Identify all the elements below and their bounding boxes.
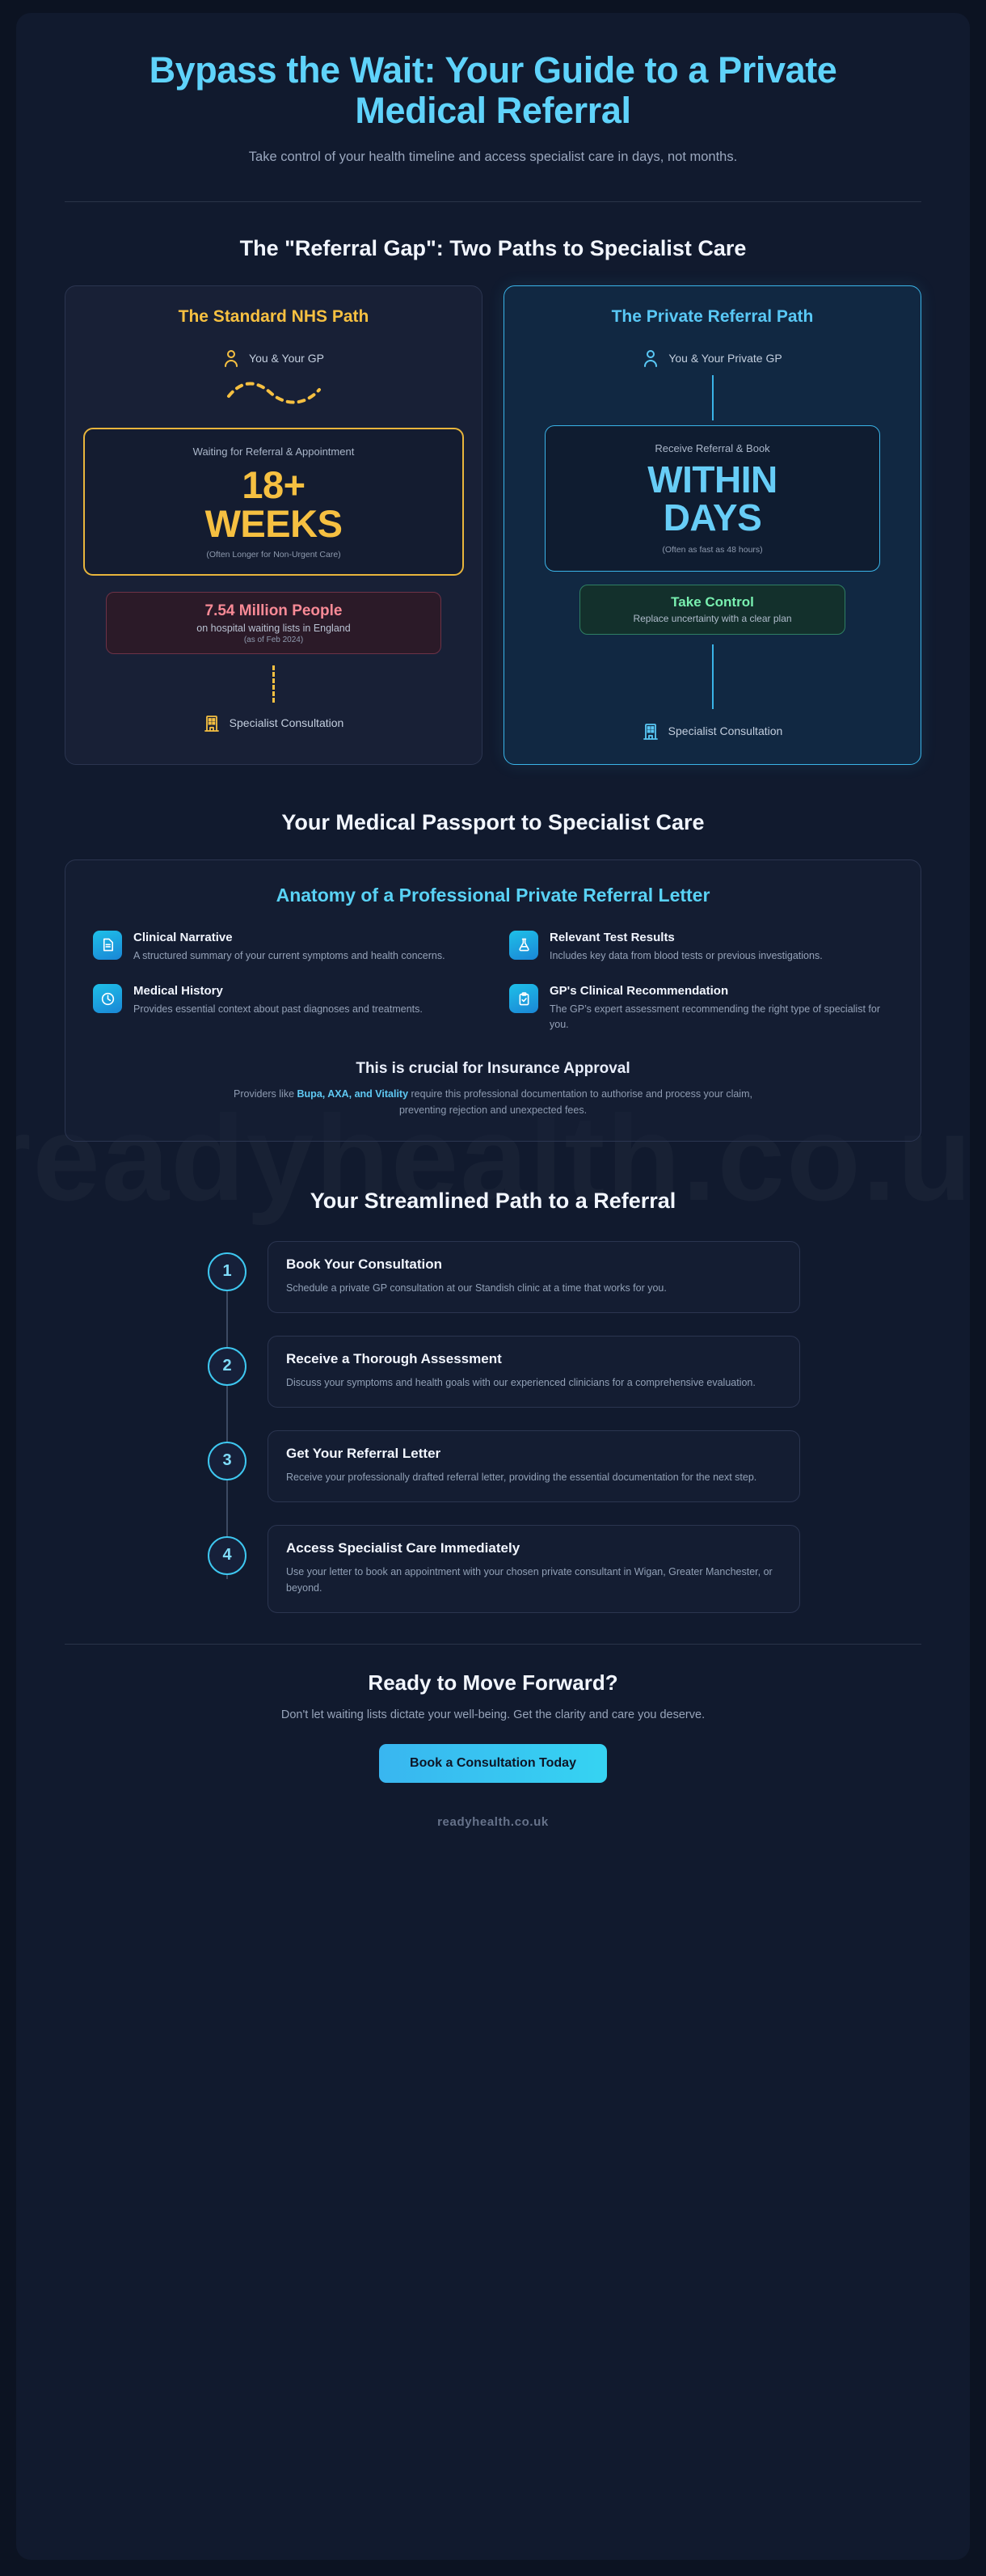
page-subtitle: Take control of your health timeline and… (248, 150, 738, 164)
insurance-providers: Bupa, AXA, and Vitality (297, 1087, 409, 1100)
nhs-dashed-connector (272, 665, 275, 703)
step-text: Discuss your symptoms and health goals w… (286, 1376, 756, 1388)
step-number-badge: 4 (208, 1535, 247, 1575)
nhs-path-title: The Standard NHS Path (178, 306, 369, 326)
private-speed-box: Receive Referral & Book WITHIN DAYS (Oft… (545, 424, 880, 572)
nhs-stat-value: 7.54 Million People (204, 602, 343, 619)
gap-section-title: The "Referral Gap": Two Paths to Special… (239, 235, 747, 260)
person-icon (223, 349, 239, 367)
step-number-badge: 1 (208, 1252, 247, 1291)
footer-title: Ready to Move Forward? (368, 1670, 618, 1695)
insurance-text-after: require this professional documentation … (398, 1087, 752, 1116)
private-end-node-label: Specialist Consultation (668, 724, 783, 737)
step-text: Use your letter to book an appointment w… (286, 1565, 773, 1594)
passport-section-title: Your Medical Passport to Specialist Care (281, 809, 705, 834)
footer-subtitle: Don't let waiting lists dictate your wel… (280, 1708, 706, 1721)
flask-icon (509, 930, 538, 960)
footer-divider (65, 1643, 921, 1645)
hero-section: Bypass the Wait: Your Guide to a Private… (48, 13, 938, 167)
referral-letter-panel-title: Anatomy of a Professional Private Referr… (276, 884, 710, 906)
hospital-icon (643, 722, 659, 740)
take-control-label: Replace uncertainty with a clear plan (633, 612, 792, 624)
nhs-start-node: You & Your GP (223, 349, 324, 367)
insurance-note-title: This is crucial for Insurance Approval (356, 1059, 630, 1077)
feature-text: Includes key data from blood tests or pr… (550, 949, 823, 961)
nhs-wavy-delay-path (225, 378, 322, 412)
step-text: Receive your professionally drafted refe… (286, 1471, 757, 1483)
step-body: Get Your Referral Letter Receive your pr… (268, 1429, 800, 1502)
site-brand: readyhealth.co.uk (437, 1814, 549, 1829)
step-title: Access Specialist Care Immediately (286, 1539, 520, 1556)
private-connector-top (711, 374, 714, 420)
take-control-box: Take Control Replace uncertainty with a … (579, 584, 846, 635)
steps-rail (226, 1269, 228, 1579)
private-end-node: Specialist Consultation (643, 722, 783, 740)
step-text: Schedule a private GP consultation at ou… (286, 1282, 667, 1294)
step-number-badge: 2 (208, 1346, 247, 1386)
step-body: Book Your Consultation Schedule a privat… (268, 1240, 800, 1313)
nhs-waiting-list-stat: 7.54 Million People on hospital waiting … (106, 591, 441, 654)
feature-item: Medical History Provides essential conte… (93, 984, 477, 1033)
private-start-node-label: You & Your Private GP (668, 351, 782, 365)
nhs-stat-note: (as of Feb 2024) (243, 635, 304, 644)
feature-title: Medical History (133, 984, 223, 999)
infographic-page: readyhealth.co.uk Bypass the Wait: Your … (16, 13, 970, 2560)
person-icon (643, 349, 659, 367)
steps-timeline: 1 Book Your Consultation Schedule a priv… (186, 1240, 800, 1613)
feature-item: GP's Clinical Recommendation The GP’s ex… (509, 984, 893, 1033)
step-body: Receive a Thorough Assessment Discuss yo… (268, 1335, 800, 1408)
nhs-end-node-label: Specialist Consultation (229, 716, 344, 729)
nhs-start-node-label: You & Your GP (249, 351, 324, 365)
step-number-badge: 3 (208, 1441, 247, 1480)
take-control-title: Take Control (671, 593, 754, 610)
step-item: 3 Get Your Referral Letter Receive your … (186, 1429, 800, 1502)
step-item: 2 Receive a Thorough Assessment Discuss … (186, 1335, 800, 1408)
private-speed-value-secondary: DAYS (663, 496, 762, 538)
hospital-icon (204, 714, 220, 732)
nhs-wait-value-primary: 18+ (242, 462, 305, 506)
nhs-wait-label: Waiting for Referral & Appointment (192, 445, 355, 458)
steps-section-title: Your Streamlined Path to a Referral (310, 1188, 676, 1213)
feature-text: Provides essential context about past di… (133, 1003, 423, 1016)
step-title: Receive a Thorough Assessment (286, 1350, 502, 1366)
private-connector-bottom (711, 644, 714, 709)
clipboard-check-icon (509, 984, 538, 1014)
private-speed-value-primary: WITHIN (647, 458, 777, 500)
page-title: Bypass the Wait: Your Guide to a Private… (149, 49, 837, 131)
nhs-wait-note: (Often Longer for Non-Urgent Care) (206, 549, 341, 560)
feature-text: The GP’s expert assessment recommending … (550, 1003, 880, 1031)
referral-letter-feature-grid: Clinical Narrative A structured summary … (93, 930, 893, 1033)
step-item: 4 Access Specialist Care Immediately Use… (186, 1524, 800, 1613)
private-start-node: You & Your Private GP (643, 349, 782, 367)
step-title: Get Your Referral Letter (286, 1445, 441, 1461)
referral-letter-panel: Anatomy of a Professional Private Referr… (65, 859, 921, 1142)
private-path-card: The Private Referral Path You & Your Pri… (504, 285, 921, 765)
private-speed-note: (Often as fast as 48 hours) (662, 544, 763, 555)
feature-title: Clinical Narrative (133, 930, 233, 944)
clock-icon (93, 984, 122, 1014)
insurance-note-text: Providers like Bupa, AXA, and Vitality r… (210, 1086, 776, 1118)
step-item: 1 Book Your Consultation Schedule a priv… (186, 1240, 800, 1313)
feature-title: Relevant Test Results (550, 930, 675, 944)
step-title: Book Your Consultation (286, 1256, 442, 1272)
two-paths-row: The Standard NHS Path You & Your GP (48, 285, 938, 765)
feature-item: Relevant Test Results Includes key data … (509, 930, 893, 964)
private-speed-label: Receive Referral & Book (655, 441, 770, 454)
nhs-wait-box: Waiting for Referral & Appointment 18+ W… (83, 427, 464, 576)
footer-section: Ready to Move Forward? Don't let waiting… (48, 1645, 938, 1829)
step-body: Access Specialist Care Immediately Use y… (268, 1524, 800, 1613)
private-path-title: The Private Referral Path (611, 306, 814, 326)
nhs-stat-label: on hospital waiting lists in England (196, 622, 351, 634)
feature-item: Clinical Narrative A structured summary … (93, 930, 477, 964)
nhs-end-node: Specialist Consultation (204, 714, 344, 732)
feature-text: A structured summary of your current sym… (133, 949, 445, 961)
insurance-note: This is crucial for Insurance Approval P… (93, 1060, 893, 1118)
nhs-wait-value-secondary: WEEKS (204, 501, 343, 545)
document-icon (93, 930, 122, 960)
nhs-path-card: The Standard NHS Path You & Your GP (65, 285, 482, 765)
book-consultation-button[interactable]: Book a Consultation Today (379, 1743, 607, 1783)
feature-title: GP's Clinical Recommendation (550, 984, 729, 999)
insurance-text-before: Providers like (234, 1087, 297, 1100)
hero-divider (65, 201, 921, 202)
